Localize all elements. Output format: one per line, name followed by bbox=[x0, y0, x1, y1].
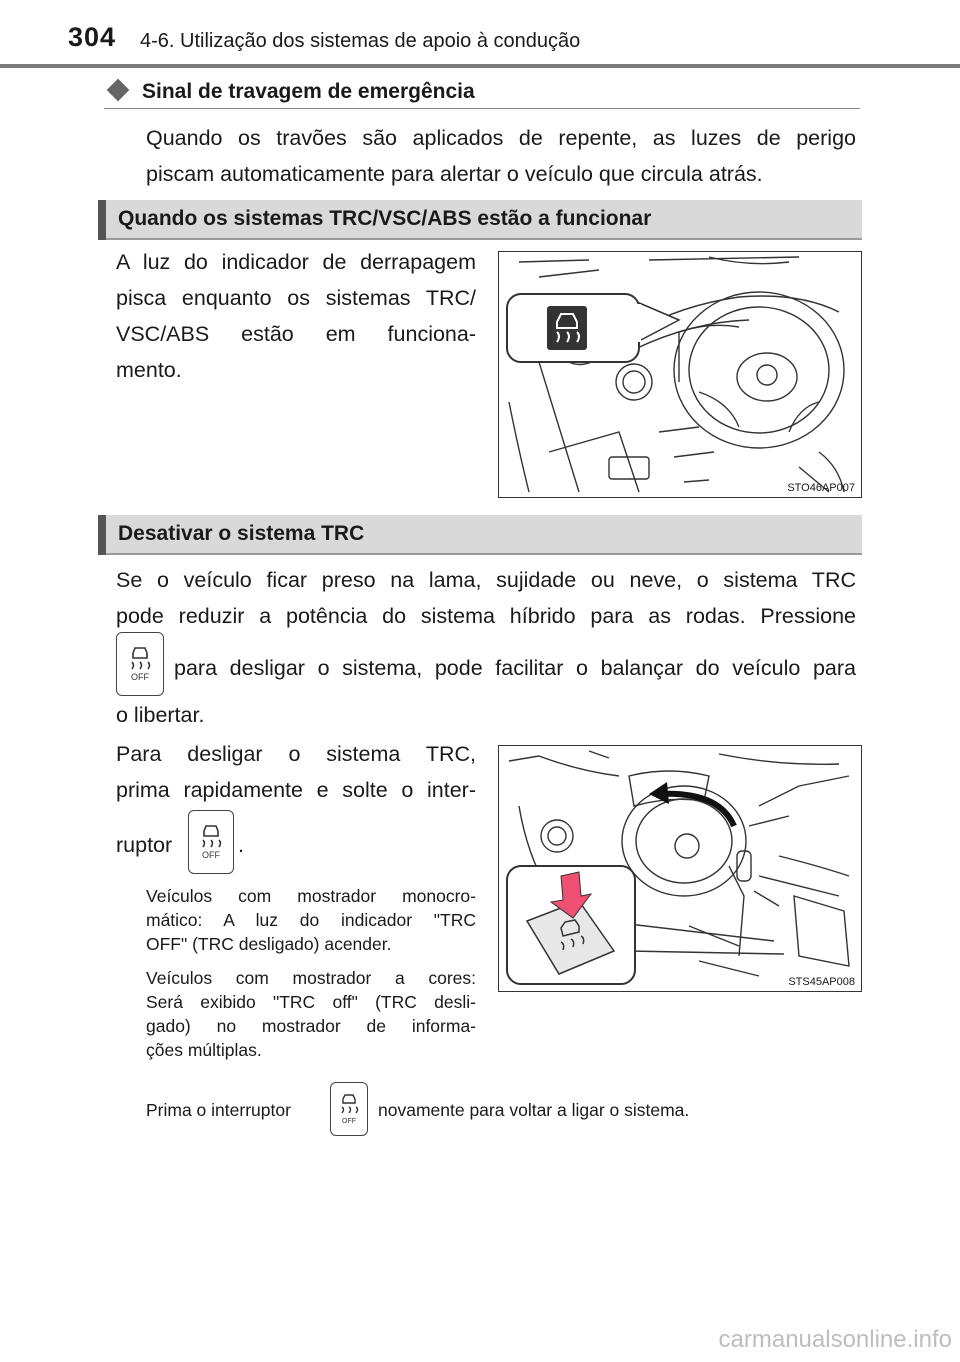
trc-off-button-icon: OFF bbox=[188, 810, 234, 874]
disable-trc-step: Para desligar o sistema TRC, prima rapid… bbox=[116, 736, 476, 808]
button-label: OFF bbox=[202, 850, 220, 860]
note-line: OFF" (TRC desligado) acender. bbox=[146, 934, 392, 954]
section-title: 4-6. Utilização dos sistemas de apoio à … bbox=[140, 30, 581, 52]
figure-code: STO46AP007 bbox=[787, 482, 855, 494]
disable-trc-heading: Desativar o sistema TRC bbox=[98, 515, 862, 555]
trc-off-button-icon: OFF bbox=[116, 632, 164, 696]
emergency-signal-body: Quando os travões são aplicados de repen… bbox=[146, 120, 856, 192]
button-label: OFF bbox=[131, 672, 149, 682]
note-line: ções múltiplas. bbox=[146, 1040, 262, 1060]
reenable-text-b: novamente para voltar a ligar o sistema. bbox=[378, 1100, 690, 1120]
note-line: Veículos com mostrador a cores: bbox=[146, 968, 476, 988]
emergency-signal-heading: Sinal de travagem de emergência bbox=[104, 78, 860, 109]
body-line: Se o veículo ficar preso na lama, sujida… bbox=[116, 568, 856, 592]
note-monochrome: Veículos com mostrador monocro- mático: … bbox=[146, 884, 476, 956]
body-line-ruptor: ruptor bbox=[116, 833, 173, 857]
note-line: mático: A luz do indicador "TRC bbox=[146, 910, 476, 930]
trc-off-button-icon: OFF bbox=[330, 1082, 368, 1136]
step-period: . bbox=[238, 833, 244, 857]
watermark: carmanualsonline.info bbox=[718, 1326, 952, 1353]
body-line: Quando os travões são aplicados de repen… bbox=[146, 126, 856, 150]
dashboard-illustration bbox=[506, 256, 845, 493]
body-line: para desligar o sistema, pode facilitar … bbox=[174, 656, 856, 680]
note-line: Veículos com mostrador monocro- bbox=[146, 886, 476, 906]
body-line: prima rapidamente e solte o inter- bbox=[116, 778, 476, 802]
press-arrow-icon bbox=[549, 871, 593, 919]
body-line: pisca enquanto os sistemas TRC/ bbox=[116, 286, 476, 310]
body-line: o libertar. bbox=[116, 703, 205, 727]
header-rule bbox=[0, 64, 960, 68]
center-console-illustration bbox=[506, 750, 850, 985]
dashboard-figure: STO46AP007 bbox=[498, 251, 862, 498]
disable-trc-intro: Se o veículo ficar preso na lama, sujida… bbox=[116, 562, 856, 634]
trc-active-body: A luz do indicador de derrapagem pisca e… bbox=[116, 244, 476, 388]
note-color: Veículos com mostrador a cores: Será exi… bbox=[146, 966, 476, 1062]
trc-active-title: Quando os sistemas TRC/VSC/ABS estão a f… bbox=[118, 207, 652, 230]
note-line: Será exibido "TRC off" (TRC desli- bbox=[146, 992, 476, 1012]
button-label: OFF bbox=[342, 1118, 356, 1125]
body-line: mento. bbox=[116, 358, 182, 382]
body-line: Para desligar o sistema TRC, bbox=[116, 742, 476, 766]
diamond-bullet-icon bbox=[106, 78, 130, 102]
trc-active-heading: Quando os sistemas TRC/VSC/ABS estão a f… bbox=[98, 200, 862, 240]
arrow-icon bbox=[658, 790, 737, 828]
reenable-text-a: Prima o interruptor bbox=[146, 1100, 291, 1120]
figure-code: STS45AP008 bbox=[788, 976, 855, 988]
emergency-signal-title: Sinal de travagem de emergência bbox=[142, 80, 475, 103]
body-line: A luz do indicador de derrapagem bbox=[116, 250, 476, 274]
body-line: VSC/ABS estão em funciona- bbox=[116, 322, 476, 346]
body-line: piscam automaticamente para alertar o ve… bbox=[146, 162, 763, 186]
note-line: gado) no mostrador de informa- bbox=[146, 1016, 476, 1036]
body-line: pode reduzir a potência do sistema híbri… bbox=[116, 604, 856, 628]
disable-trc-title: Desativar o sistema TRC bbox=[118, 522, 365, 545]
shifter-figure: STS45AP008 bbox=[498, 745, 862, 992]
page-number: 304 bbox=[68, 22, 117, 52]
